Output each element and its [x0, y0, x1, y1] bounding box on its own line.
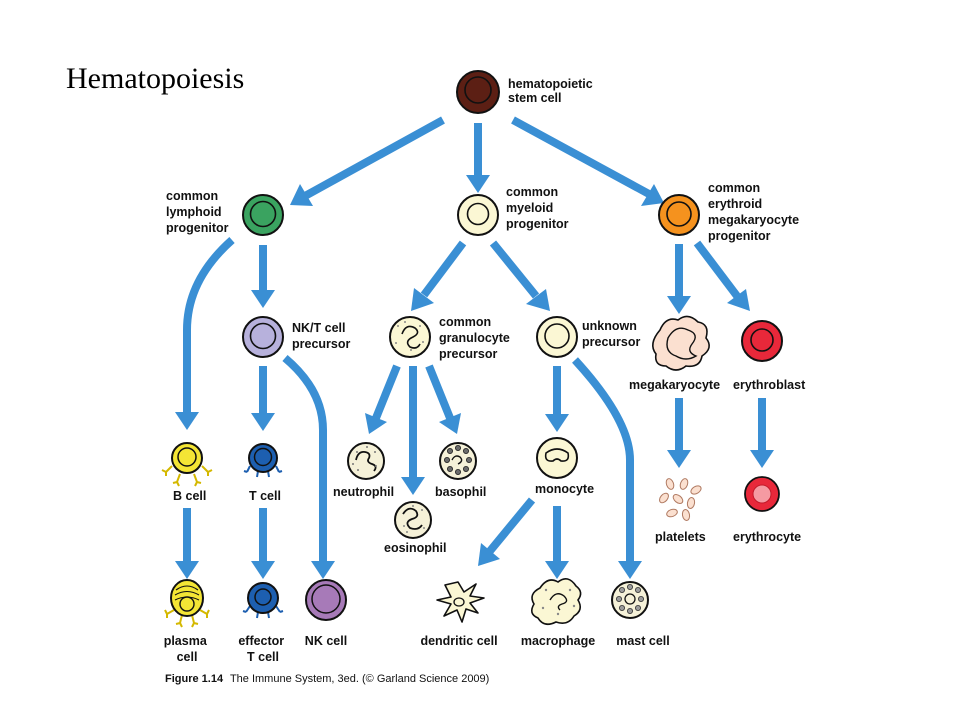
label-macrophage: macrophage	[521, 634, 595, 648]
label-monocyte: monocyte	[535, 482, 594, 496]
arrows	[175, 116, 774, 579]
label-effector-t-cell: effector T cell	[238, 634, 287, 664]
cemp-cell	[658, 194, 700, 236]
megakaryocyte-cell	[652, 315, 710, 371]
arrow-unknown-to-mast-cell	[572, 357, 642, 579]
label-plasma-cell: plasma cell	[164, 634, 211, 664]
arrow-nkt-to-nk-cell	[282, 354, 335, 579]
clp-cell	[242, 194, 284, 236]
label-erythroblast: erythroblast	[733, 378, 806, 392]
dendritic-cell	[436, 581, 485, 623]
label-basophil: basophil	[435, 485, 486, 499]
erythroblast-cell	[741, 320, 783, 362]
label-nkt-precursor: NK/T cell precursor	[292, 321, 350, 351]
label-t-cell: T cell	[249, 489, 281, 503]
nkt-precursor-cell	[242, 316, 284, 358]
arrow-nkt-to-t-cell	[251, 366, 275, 431]
label-cgp: common granulocyte precursor	[439, 315, 513, 361]
unknown-precursor-cell	[536, 316, 578, 358]
arrow-hsc-to-clp	[290, 116, 445, 206]
arrow-megakaryocyte-to-platelets	[667, 398, 691, 468]
arrow-cgp-to-eosinophil	[401, 366, 425, 495]
label-cemp: common erythroid megakaryocyte progenito…	[708, 181, 803, 243]
label-dendritic-cell: dendritic cell	[420, 634, 497, 648]
arrow-cemp-to-erythroblast	[693, 240, 750, 311]
platelets-cells	[659, 478, 702, 521]
monocyte-cell	[536, 437, 578, 479]
mast-cell	[611, 581, 649, 619]
figure-number: Figure 1.14	[165, 673, 224, 685]
basophil-cell	[439, 442, 477, 480]
slide-title: Hematopoiesis	[66, 62, 245, 95]
arrow-cgp-to-neutrophil	[365, 364, 401, 434]
plasma-cell	[164, 579, 210, 628]
neutrophil-cell	[347, 442, 385, 480]
arrow-hsc-to-cemp	[511, 116, 664, 206]
arrow-monocyte-to-macrophage	[545, 506, 569, 579]
label-cmp: common myeloid progenitor	[506, 185, 569, 231]
arrow-erythroblast-to-erythrocyte	[750, 398, 774, 468]
arrow-cmp-to-unknown	[489, 240, 550, 311]
label-hsc: hematopoietic stem cell	[508, 77, 596, 105]
arrow-monocyte-to-dendritic	[478, 497, 536, 566]
label-b-cell: B cell	[173, 489, 206, 503]
arrow-cmp-to-cgp	[411, 240, 467, 311]
labels: hematopoietic stem cell common lymphoid …	[164, 77, 806, 664]
effector-t-cell	[242, 582, 284, 619]
label-platelets: platelets	[655, 530, 706, 544]
nk-cell	[305, 579, 347, 621]
label-erythrocyte: erythrocyte	[733, 530, 801, 544]
label-megakaryocyte: megakaryocyte	[629, 378, 720, 392]
b-cell	[161, 442, 213, 487]
erythrocyte-cell	[744, 476, 780, 512]
cmp-cell	[457, 194, 499, 236]
arrow-clp-to-nkt	[251, 245, 275, 308]
label-unknown-precursor: unknown precursor	[582, 319, 640, 349]
t-cell	[243, 443, 283, 478]
arrow-clp-to-b-cell	[175, 237, 235, 430]
arrow-unknown-to-monocyte	[545, 366, 569, 432]
arrow-b-cell-to-plasma	[175, 508, 199, 579]
label-mast-cell: mast cell	[616, 634, 670, 648]
label-eosinophil: eosinophil	[384, 541, 447, 555]
figure-caption: Figure 1.14 The Immune System, 3ed. (© G…	[165, 673, 489, 685]
macrophage-cell	[530, 578, 582, 626]
arrow-cemp-to-megakaryocyte	[667, 244, 691, 314]
figure-caption-text: The Immune System, 3ed. (© Garland Scien…	[230, 673, 489, 685]
label-nk-cell: NK cell	[305, 634, 347, 648]
cgp-cell	[389, 316, 431, 358]
eosinophil-cell	[394, 501, 432, 539]
label-neutrophil: neutrophil	[333, 485, 394, 499]
arrow-cgp-to-basophil	[425, 364, 461, 434]
label-clp: common lymphoid progenitor	[166, 189, 229, 235]
hsc-cell	[456, 70, 500, 114]
arrow-t-cell-to-effector	[251, 508, 275, 579]
arrow-hsc-to-cmp	[466, 123, 490, 193]
